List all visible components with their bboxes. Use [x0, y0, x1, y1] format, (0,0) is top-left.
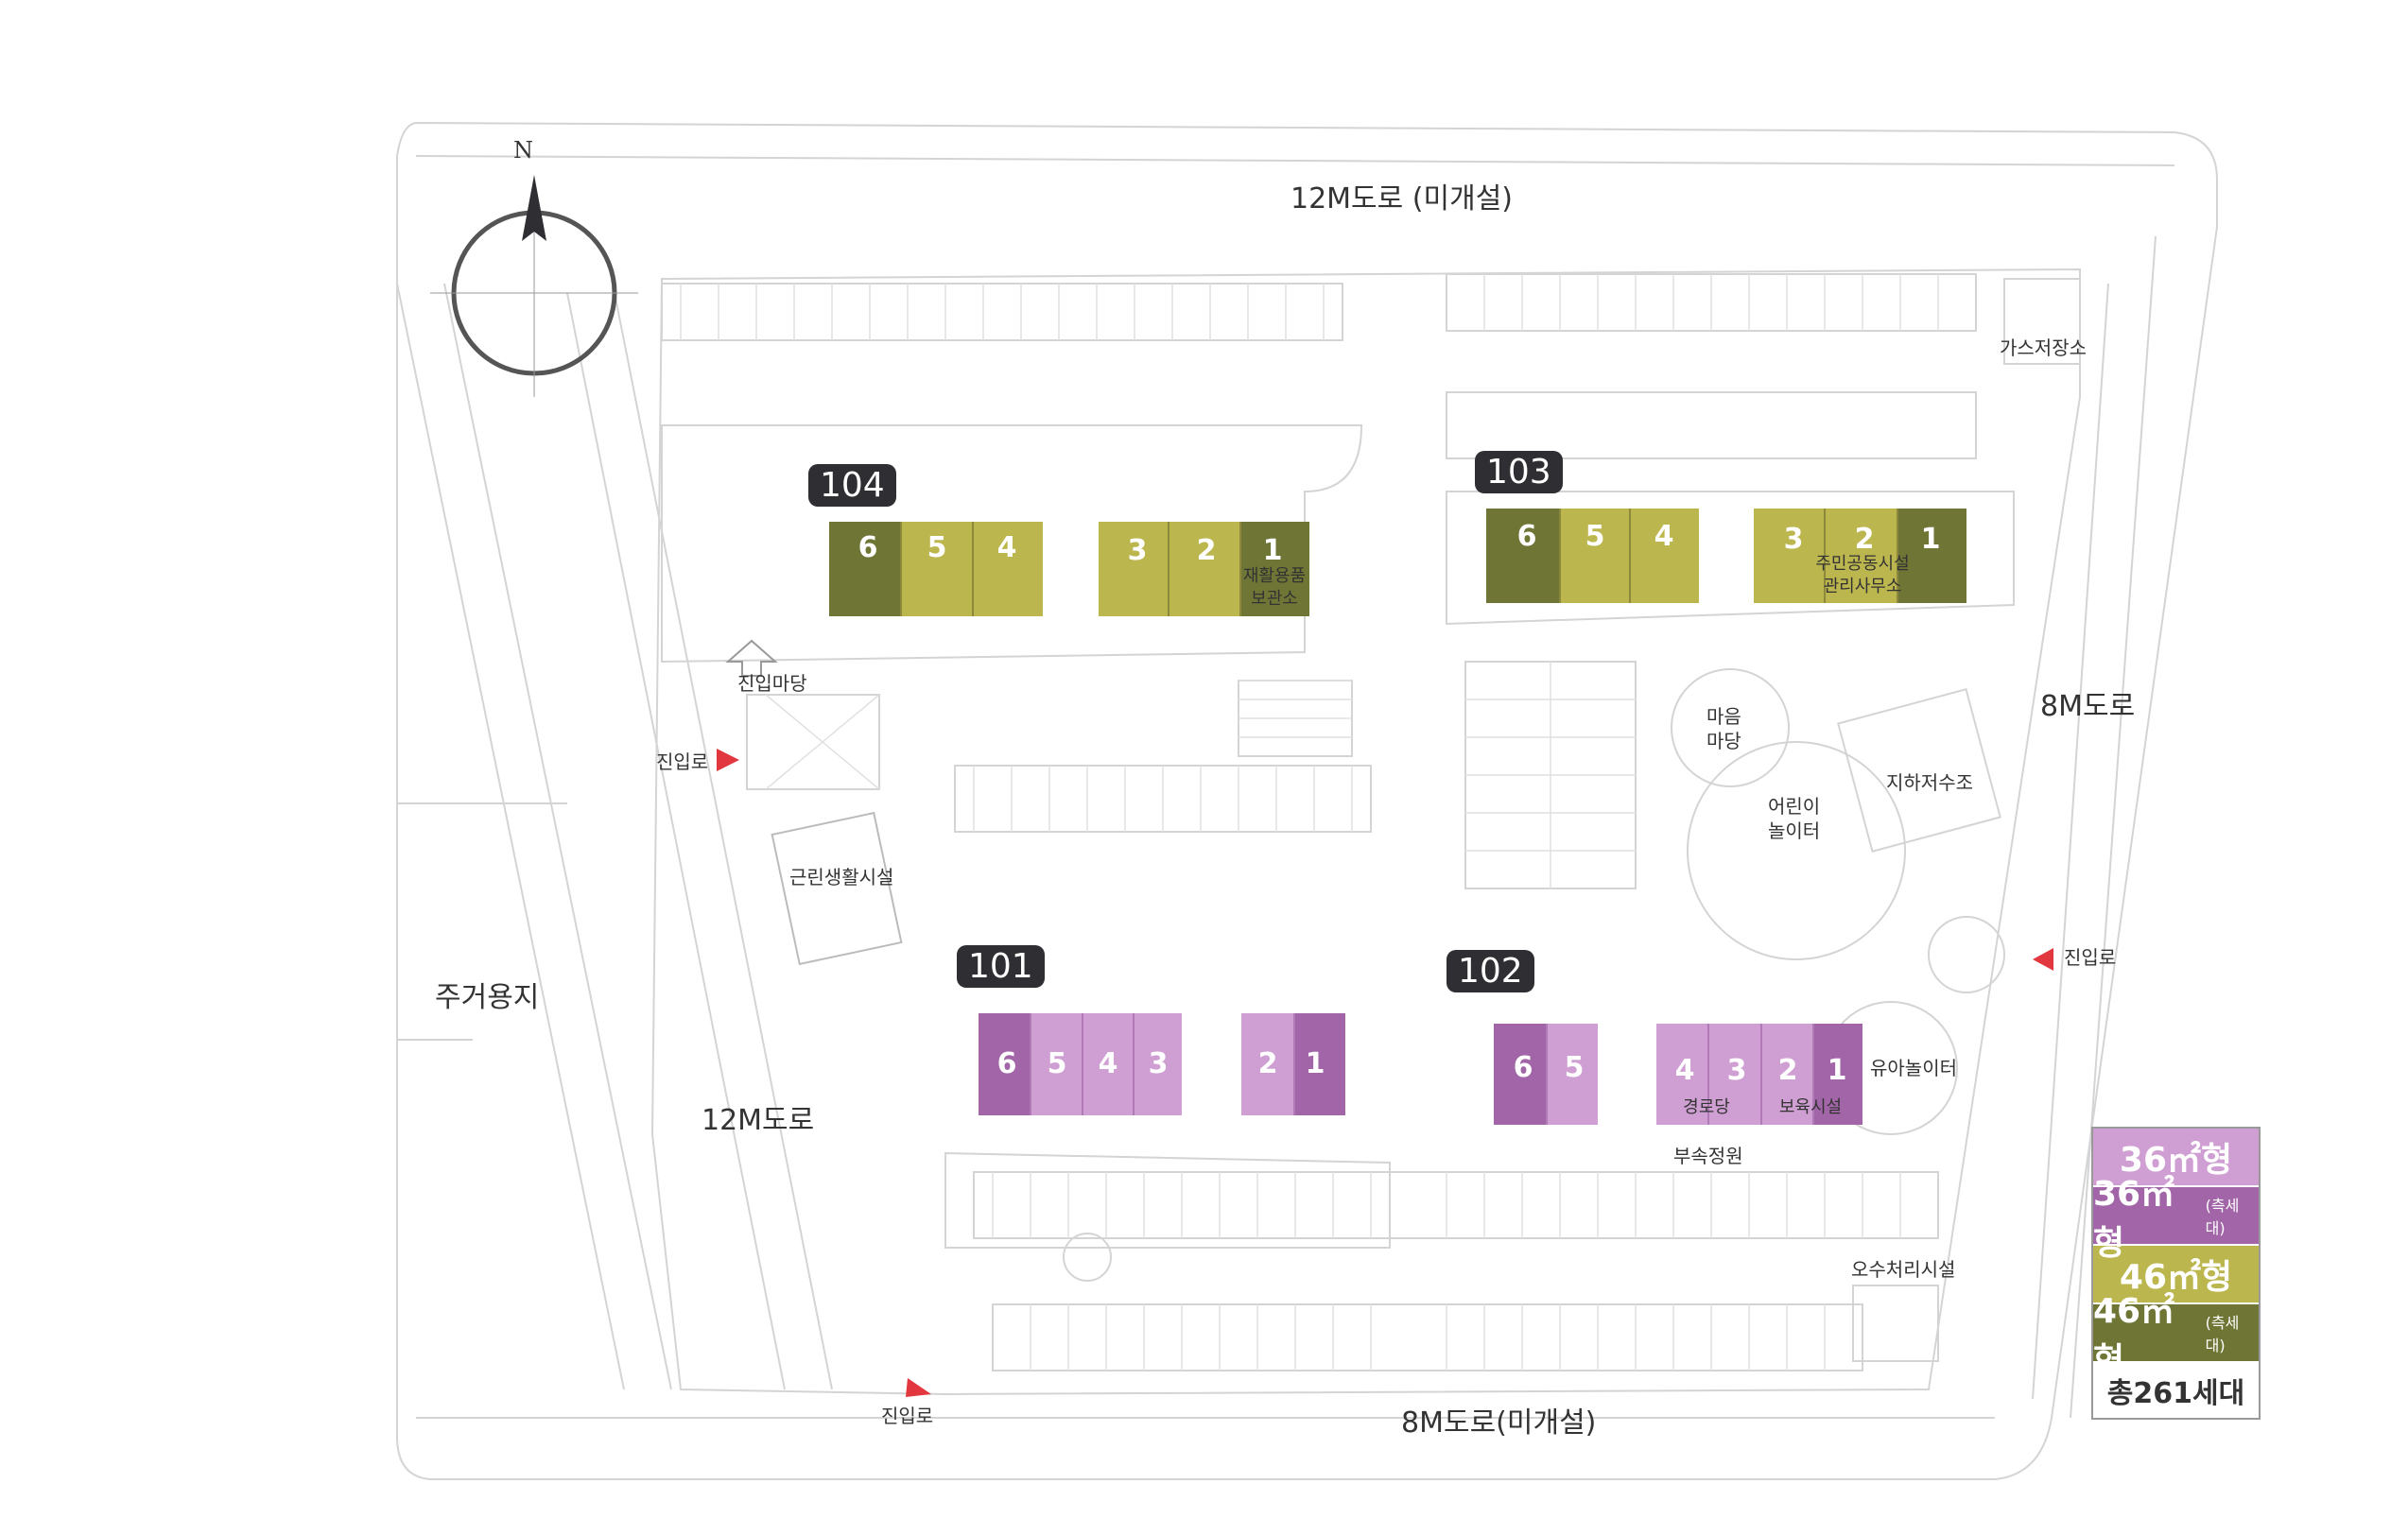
toddler-playground-label: 유아놀이터	[1870, 1057, 1957, 1079]
building-104-wing-b	[1099, 522, 1309, 616]
unit-label: 4	[996, 531, 1017, 564]
total-households: 총261세대	[2106, 1377, 2245, 1410]
building-102-badge: 102	[1447, 950, 1534, 992]
unit-label: 4	[1654, 520, 1674, 553]
sewage-facility-label: 오수처리시설	[1851, 1258, 1956, 1281]
entry-yard-label: 진입마당	[737, 672, 807, 695]
unit-label: 2	[1196, 534, 1217, 567]
residential-area-label: 주거용지	[435, 981, 540, 1014]
unit-label: 5	[927, 531, 947, 564]
compass-north-label: N	[513, 137, 533, 164]
building-102-wing-a	[1494, 1024, 1598, 1125]
entrance-left-label: 진입로	[656, 750, 709, 773]
entrance-arrow-bottom-icon	[906, 1378, 931, 1397]
water-tank-label: 지하저수조	[1886, 771, 1973, 794]
entrance-arrow-left-icon	[717, 749, 739, 771]
road-left-label: 12M도로	[702, 1104, 815, 1137]
unit-label: 3	[1783, 523, 1804, 556]
unit-label: 4	[1098, 1047, 1118, 1080]
unit-label: 6	[996, 1047, 1017, 1080]
road-top-label: 12M도로 (미개설)	[1291, 182, 1514, 216]
unit-label: 3	[1127, 534, 1148, 567]
legend-item: 36㎡형(측세대)	[2093, 1175, 2259, 1263]
garden-label: 부속정원	[1673, 1145, 1743, 1167]
legend-item: 36㎡형	[2093, 1129, 2259, 1187]
unit-label: 5	[1047, 1047, 1067, 1080]
unit-label: 1	[1262, 534, 1283, 567]
unit-label: 1	[1920, 523, 1941, 556]
building-103-wing-b	[1754, 509, 1966, 603]
unit-label: 5	[1564, 1051, 1585, 1084]
road-bottom-label: 8M도로(미개설)	[1401, 1406, 1597, 1440]
unit-label: 6	[858, 531, 878, 564]
legend-item: 46㎡형(측세대)	[2093, 1292, 2259, 1380]
unit-label: 2	[1777, 1054, 1798, 1087]
entrance-right-label: 진입로	[2064, 946, 2117, 969]
gas-storage-label: 가스저장소	[2000, 336, 2087, 359]
unit-label: 1	[1305, 1047, 1325, 1080]
entrance-bottom-label: 진입로	[881, 1405, 934, 1427]
site-boundary	[396, 121, 2218, 1480]
unit-label: 1	[1827, 1054, 1847, 1087]
unit-label: 3	[1148, 1047, 1169, 1080]
building-101-wing-a	[979, 1013, 1183, 1115]
legend: 36㎡형 36㎡형(측세대) 46㎡형 46㎡형(측세대) 총261세대	[2091, 1127, 2261, 1420]
entry-yard-arrow-icon	[725, 639, 778, 677]
unit-label: 6	[1513, 1051, 1533, 1084]
legend-item: 46㎡형	[2093, 1246, 2259, 1304]
unit-label: 2	[1854, 523, 1875, 556]
road-right-label: 8M도로	[2040, 690, 2136, 723]
childcare-label: 보육시설	[1778, 1097, 1843, 1117]
building-104-badge: 104	[808, 464, 896, 507]
building-104-wing-a	[829, 522, 1044, 616]
building-103-badge: 103	[1475, 451, 1563, 493]
building-101-badge: 101	[957, 945, 1045, 988]
building-101-wing-b	[1241, 1013, 1345, 1115]
unit-label: 3	[1726, 1054, 1747, 1087]
building-102-wing-b	[1656, 1024, 1862, 1125]
unit-label: 4	[1674, 1054, 1695, 1087]
entrance-arrow-right-icon	[2033, 948, 2053, 971]
unit-label: 5	[1585, 520, 1605, 553]
building-103-wing-a	[1486, 509, 1699, 603]
compass-icon	[430, 175, 638, 397]
unit-label: 2	[1257, 1047, 1278, 1080]
neighborhood-facility-label: 근린생활시설	[789, 866, 894, 888]
senior-center-label: 경로당	[1683, 1097, 1730, 1117]
unit-label: 6	[1516, 520, 1537, 553]
